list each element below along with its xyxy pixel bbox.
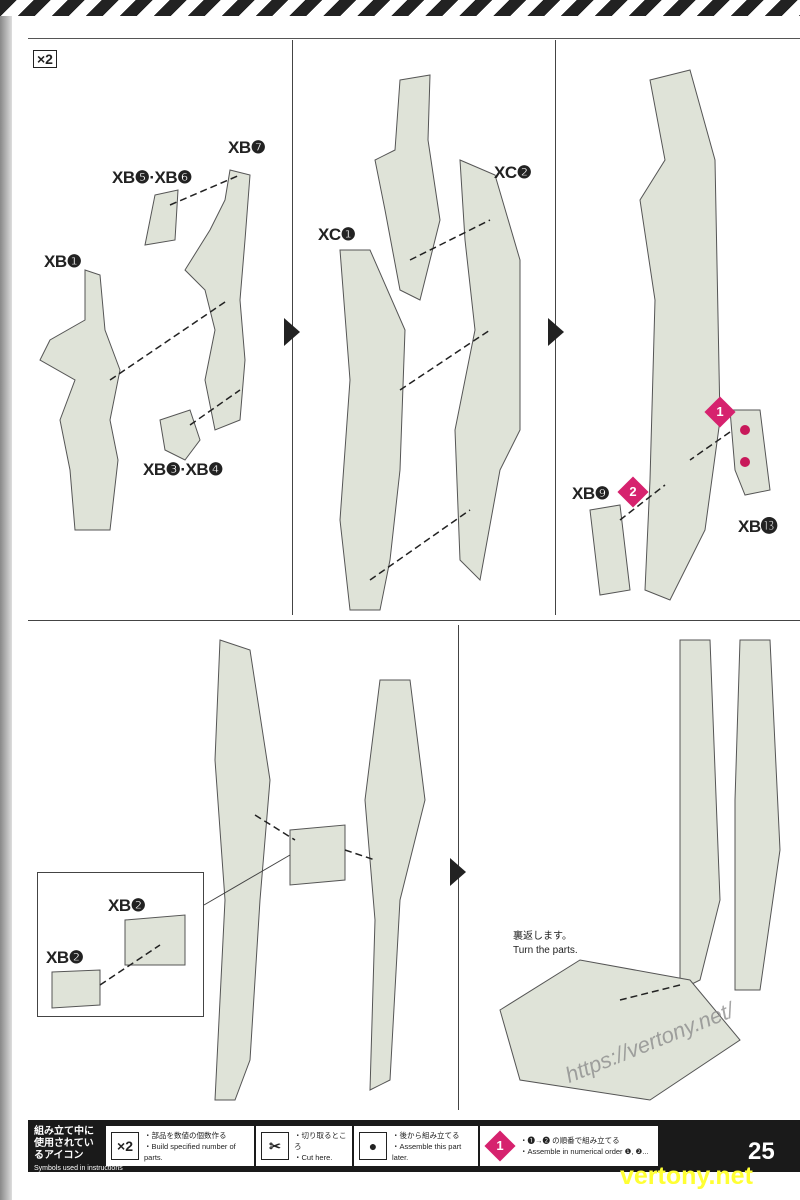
- turn-note: 裏返します。 Turn the parts.: [513, 930, 578, 958]
- watermark-site: vertony.net: [620, 1162, 753, 1190]
- cutter-icon: ✂: [261, 1132, 289, 1160]
- legend-title: 組み立て中に使用されているアイコン Symbols used in instru…: [34, 1126, 123, 1172]
- step-marker: 1: [704, 396, 736, 428]
- part-label: XB❾: [572, 484, 610, 503]
- part-leg-left: [679, 639, 721, 991]
- part-xb7: [184, 169, 251, 431]
- part-xb2-frame: [124, 914, 186, 966]
- part-label: XB❷: [46, 948, 84, 967]
- legend-item-multiply: ×2 ・部品を数値の個数作る・Build specified number of…: [106, 1126, 254, 1166]
- symbols-legend: 組み立て中に使用されているアイコン Symbols used in instru…: [28, 1120, 800, 1172]
- multiply-icon: ×2: [111, 1132, 139, 1160]
- step-order-icon: 1: [484, 1130, 516, 1162]
- legend-item-later: ● ・後から組み立てる・Assemble this part later.: [354, 1126, 478, 1166]
- part-xb9: [589, 504, 631, 596]
- part-label: XB❷: [108, 896, 146, 915]
- next-step-arrow: [450, 858, 466, 886]
- part-label: XB❸·XB❹: [143, 460, 223, 479]
- multiplier-badge: ×2: [33, 50, 57, 68]
- part-label: XB❶: [44, 252, 82, 271]
- legend-item-order: 1 ・❶→❷ の順番で組み立てる・Assemble in numerical o…: [480, 1126, 658, 1166]
- part-xc1: [339, 249, 406, 611]
- header-hazard-stripe: [0, 0, 800, 16]
- note-jp: 裏返します。: [513, 931, 572, 942]
- part-base: [499, 959, 741, 1101]
- part-assembled-beam: [639, 69, 721, 601]
- part-right-beam: [364, 679, 426, 1091]
- legend-item-cut: ✂ ・切り取るところ・Cut here.: [256, 1126, 352, 1166]
- part-xb2-assembled: [289, 824, 346, 886]
- page-number: 25: [748, 1138, 775, 1165]
- part-xb13: [729, 409, 771, 496]
- instruction-frame: [28, 38, 800, 1118]
- part-xb1: [39, 269, 121, 531]
- page-spine: [0, 0, 12, 1200]
- part-xb3-4: [159, 409, 201, 461]
- part-xb5-6: [144, 189, 179, 246]
- part-upper: [374, 74, 441, 301]
- next-step-arrow: [548, 318, 564, 346]
- part-label: XB❺·XB❻: [112, 168, 192, 187]
- note-en: Turn the parts.: [513, 945, 578, 956]
- part-label: XB❼: [228, 138, 266, 157]
- part-xb2-cover: [51, 969, 101, 1009]
- part-left-beam: [214, 639, 271, 1101]
- next-step-arrow: [284, 318, 300, 346]
- part-label: XC❷: [494, 163, 532, 182]
- detail-inset: [37, 872, 204, 1017]
- part-label: XB⓭: [738, 517, 778, 536]
- part-leg-right: [734, 639, 781, 991]
- part-label: XC❶: [318, 225, 356, 244]
- part-xc2: [454, 159, 521, 582]
- assemble-later-icon: ●: [359, 1132, 387, 1160]
- divider: [28, 620, 800, 621]
- assembly-illustrations: [39, 69, 781, 1101]
- step-marker: 2: [617, 476, 649, 508]
